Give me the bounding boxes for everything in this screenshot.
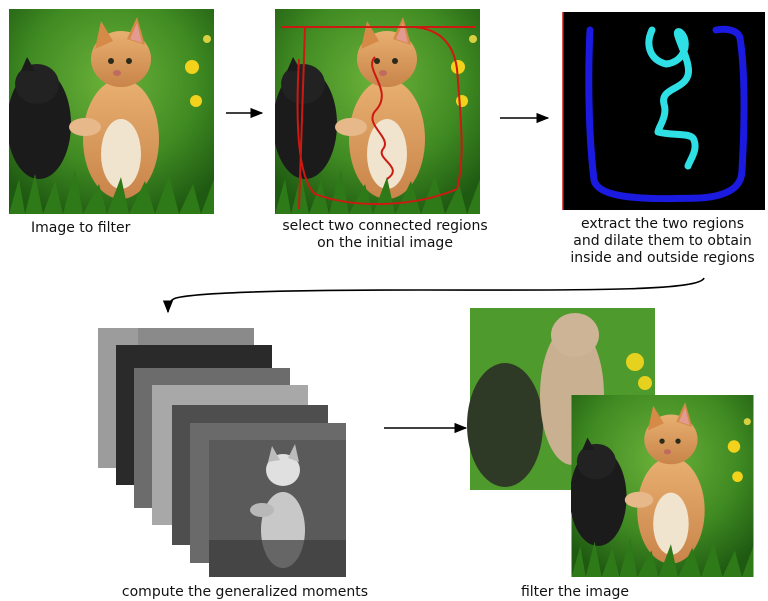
input-image: [9, 9, 214, 214]
region-mask-image: [562, 12, 765, 210]
caption-select-line-1: select two connected regions: [282, 218, 488, 234]
caption-extract-line-1: extract the two regions: [580, 216, 745, 232]
inside-region-stroke: [645, 26, 699, 170]
caption-compute-moments: compute the generalized moments: [121, 584, 369, 600]
caption-extract-regions: extract the two regions and dilate them …: [555, 216, 768, 267]
caption-extract-line-3: inside and outside regions: [570, 250, 755, 266]
outside-region-stroke: [585, 25, 748, 203]
caption-select-regions: select two connected regions on the init…: [265, 218, 505, 252]
caption-image-to-filter: Image to filter: [31, 220, 131, 236]
filtered-output-image: [571, 395, 754, 577]
caption-filter-image: filter the image: [520, 584, 630, 600]
caption-select-line-2: on the initial image: [317, 235, 453, 251]
moment-image-top: [209, 440, 346, 577]
caption-extract-line-2: and dilate them to obtain: [573, 233, 752, 249]
selection-image: [275, 9, 480, 214]
arrow-to-moments: [162, 277, 705, 314]
moments-stack: [98, 328, 346, 577]
